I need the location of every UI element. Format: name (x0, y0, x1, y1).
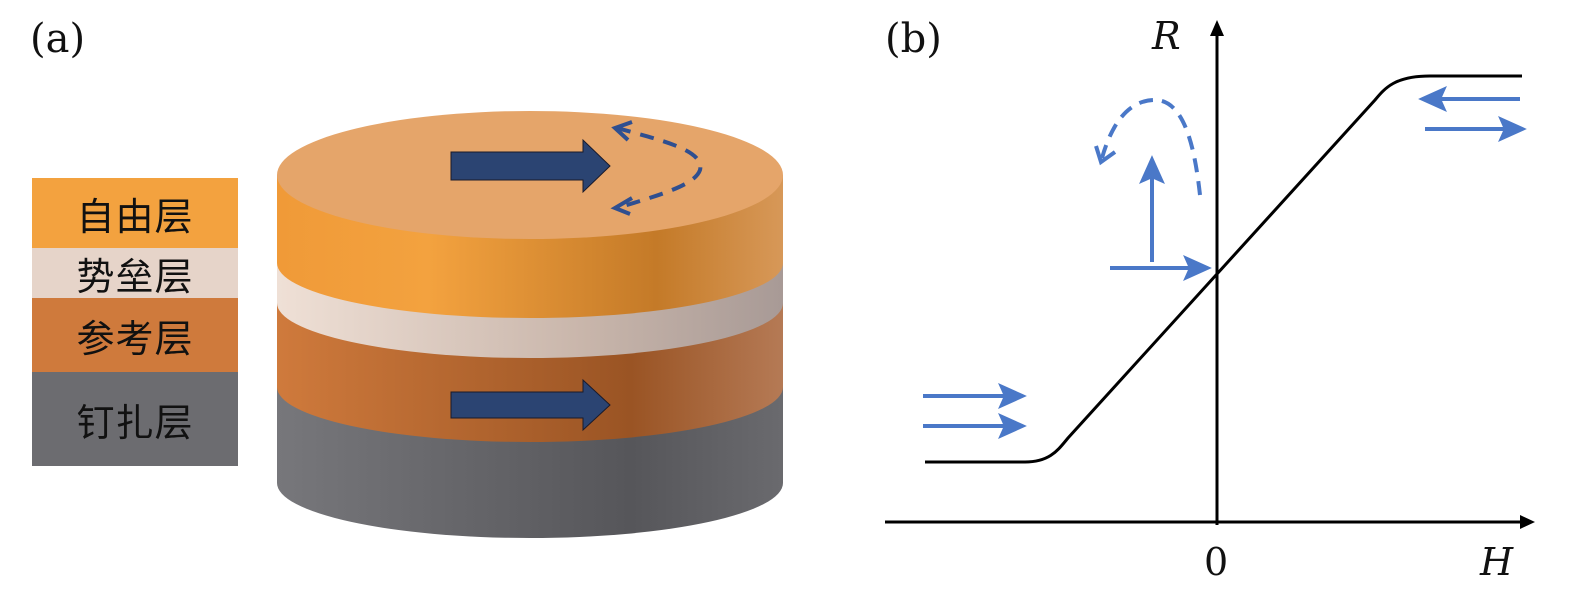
panel-b-label: (b) (885, 16, 942, 62)
legend-pinned-layer: 钉扎层 (32, 372, 238, 466)
precession-arrow-icon (616, 126, 703, 210)
reference-layer-magnetization-arrow (450, 378, 611, 432)
origin-label: 0 (1204, 540, 1229, 584)
legend-free-layer: 自由层 (32, 178, 238, 248)
parallel-state-arrows (923, 383, 1027, 439)
x-axis-label: H (1480, 540, 1514, 584)
orthogonal-state-arrows (1110, 155, 1212, 281)
legend-barrier-layer: 势垒层 (32, 248, 238, 299)
antiparallel-state-arrows (1418, 86, 1527, 142)
resistance-curve (925, 74, 1522, 464)
precession-arrow-icon-b (1100, 97, 1202, 196)
y-axis-label: R (1152, 14, 1181, 58)
legend-reference-layer: 参考层 (32, 298, 238, 372)
panel-a-label: (a) (30, 16, 86, 62)
free-layer-magnetization-arrow (450, 138, 611, 194)
